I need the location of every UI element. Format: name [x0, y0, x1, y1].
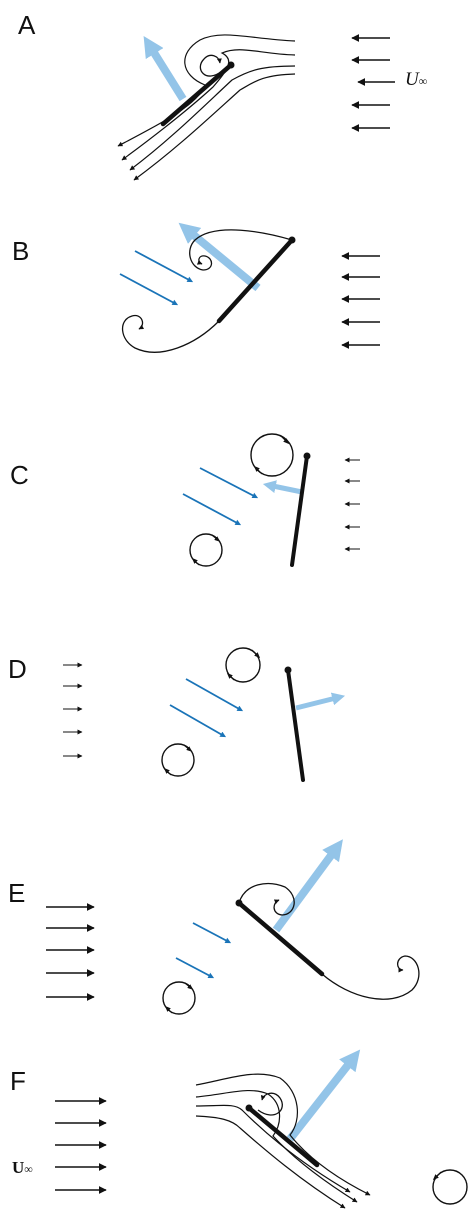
- jet-arrow-c-1: [199, 467, 259, 499]
- panel-label-c: C: [10, 460, 29, 490]
- plate-c: [290, 454, 309, 567]
- force-arrow-f: [286, 1049, 361, 1142]
- force-arrow-d: [295, 692, 346, 711]
- vortex-d-top: [225, 647, 261, 683]
- streamline-f-3: [195, 1104, 351, 1193]
- vortex-e-dir2: [164, 1005, 173, 1014]
- jet-arrow-b-2: [119, 273, 179, 306]
- panel-d: [63, 647, 346, 782]
- freestream-label-f: U∞: [12, 1158, 33, 1177]
- streamline-a-3: [129, 65, 296, 171]
- jet-arrow-d-1: [185, 678, 244, 712]
- vortex-f-shed: [432, 1169, 468, 1205]
- streamline-a-4: [133, 73, 296, 181]
- jet-arrow-c-2: [182, 493, 242, 526]
- vortex-d-top-dir: [251, 649, 261, 659]
- jet-arrow-e-1: [192, 922, 232, 944]
- freestream-label-a: U∞: [405, 69, 428, 90]
- plate-edge-d: [284, 666, 292, 674]
- vortex-c-top-dir: [280, 435, 290, 445]
- panel-label-f: F: [10, 1066, 26, 1096]
- shear-layer-e-bottom: [321, 955, 420, 1000]
- force-arrow-c: [262, 480, 303, 495]
- panel-label-d: D: [8, 654, 27, 684]
- plate-f: [246, 1105, 320, 1168]
- vortex-c-top: [250, 433, 294, 477]
- vortex-d-top-dir2: [226, 672, 235, 681]
- jet-arrow-b-1: [134, 250, 194, 283]
- vortex-d-bottom-dir2: [163, 767, 172, 776]
- plate-e: [236, 900, 325, 977]
- streamline-f-4: [195, 1115, 346, 1209]
- jet-arrow-e-2: [175, 957, 215, 979]
- jet-arrow-d-2: [169, 704, 227, 738]
- vortex-a: [199, 54, 223, 77]
- streamline-a-2: [121, 49, 296, 161]
- shear-layer-e-top: [238, 883, 295, 916]
- plate-edge-f: [245, 1104, 253, 1112]
- plate-b: [216, 237, 295, 324]
- panel-label-a: A: [18, 10, 36, 40]
- streamline-f-1: [195, 1073, 371, 1196]
- panel-label-b: B: [12, 236, 30, 266]
- force-arrow-b: [178, 222, 261, 292]
- vortex-e: [162, 981, 196, 1015]
- vortex-c-bottom-dir: [211, 534, 221, 542]
- panel-label-e: E: [8, 878, 26, 908]
- vortex-e-dir: [184, 982, 194, 990]
- vortex-d-bottom: [161, 743, 195, 777]
- force-arrow-a: [143, 35, 187, 102]
- streamline-f-2: [195, 1089, 358, 1203]
- vortex-d-bottom-dir: [183, 744, 193, 752]
- vortex-c-bottom-dir2: [191, 557, 200, 566]
- plate-edge-c: [303, 452, 311, 460]
- panel-a: [117, 34, 395, 181]
- plate-d: [286, 668, 305, 782]
- vortex-f: [257, 1092, 283, 1116]
- force-arrow-e: [272, 839, 343, 933]
- shear-layer-b-top: [189, 229, 293, 271]
- panel-b: [119, 222, 380, 353]
- panel-e: [46, 839, 420, 1015]
- panel-f: [55, 1049, 468, 1209]
- streamline-a-1: [117, 34, 296, 147]
- vortex-c-top-dir2: [253, 465, 263, 475]
- panel-c: [182, 433, 360, 567]
- vortex-c-bottom: [189, 533, 223, 567]
- vortex-f-shed-dir: [432, 1171, 442, 1181]
- shear-layer-b-bottom: [121, 314, 220, 353]
